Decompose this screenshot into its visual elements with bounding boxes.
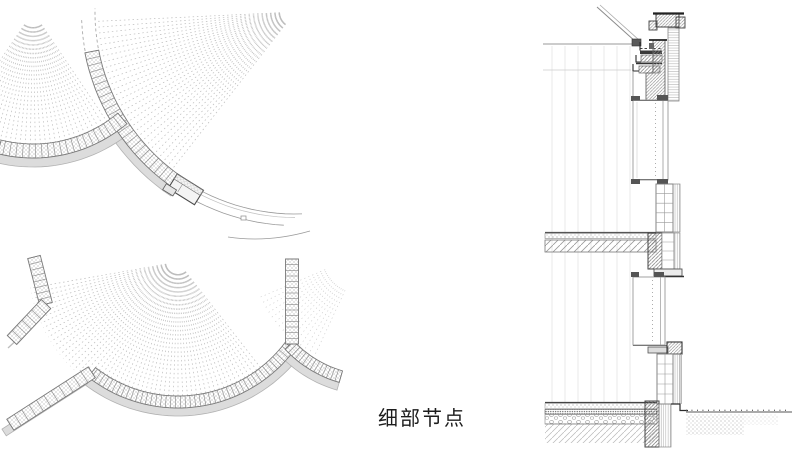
upper-window-frame — [631, 95, 669, 184]
caption-detail-nodes: 细部节点 — [378, 408, 466, 430]
wall-glazing-junction-box — [162, 173, 205, 206]
glazing-support-fitting — [631, 38, 642, 47]
wall-section-detail — [543, 4, 792, 448]
straight-brick-wall — [27, 254, 53, 307]
curved-brick-wall — [0, 112, 128, 159]
wall-dashed-continuation — [94, 8, 100, 54]
brick-pier — [655, 183, 681, 233]
glazing-joint-marker — [240, 215, 247, 221]
sill-brick — [666, 341, 683, 355]
roof-glazing-line — [596, 6, 637, 43]
grade-flashing — [671, 403, 688, 412]
lower-window-frame — [631, 272, 683, 355]
slab-edge-beam — [647, 232, 663, 270]
straight-brick-wall — [6, 298, 52, 346]
interior-guide-lines — [551, 46, 631, 402]
radial-guide-fan-edge — [258, 269, 346, 356]
diagonal-brick-wall — [6, 366, 96, 431]
bottom-left-plan-detail — [1, 230, 346, 437]
roof-glazing-line — [599, 4, 640, 41]
brick-veneer-strip — [667, 27, 680, 102]
lower-brick-wall — [656, 353, 682, 405]
floor-slab — [544, 231, 681, 270]
curved-brick-wall — [84, 49, 184, 191]
radial-guide-fan-right — [96, 12, 287, 170]
radial-guide-fan-center — [30, 263, 271, 412]
exterior-grade — [686, 409, 792, 435]
radial-guide-fan-left — [0, 24, 109, 146]
ground-slab-layers — [544, 400, 688, 448]
parapet-coping — [648, 12, 686, 31]
vertical-brick-wall — [285, 258, 299, 345]
parapet-gutter-detail — [632, 39, 667, 101]
wall-dashed-continuation — [81, 19, 87, 57]
foundation-wall — [644, 400, 660, 448]
top-left-plan-detail — [0, 8, 303, 226]
glazing-arc — [227, 230, 311, 240]
